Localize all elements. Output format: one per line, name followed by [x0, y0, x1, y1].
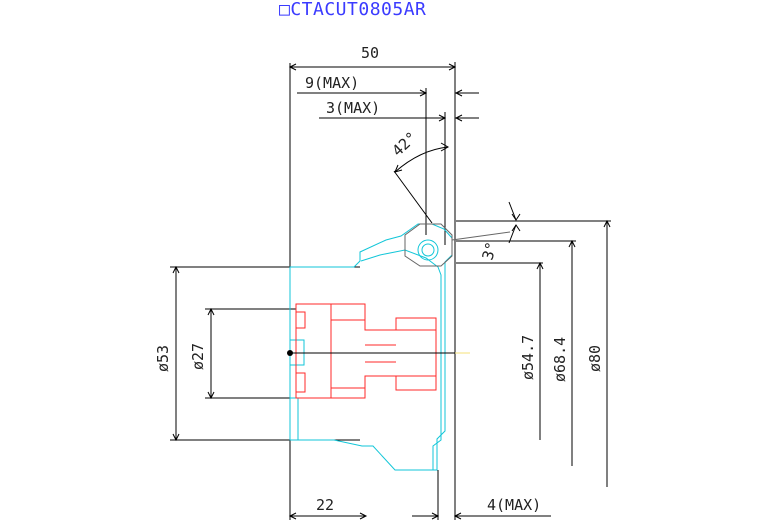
angle-arrow-3-bottom — [511, 224, 521, 232]
dimension-label-27: ø27 — [189, 343, 207, 370]
angle-arrow-3-top — [511, 213, 521, 221]
insert-screw-outer — [417, 239, 439, 261]
arrow-547-top — [536, 261, 544, 270]
red-center-body — [330, 303, 437, 399]
dimension-label-9max: 9(MAX) — [305, 74, 359, 92]
dimension-label-80: ø80 — [586, 345, 604, 372]
arrow-684-top — [568, 239, 576, 248]
arrow-53-top — [172, 265, 180, 274]
arrow-27-bottom — [207, 391, 215, 400]
dimension-label-4max: 4(MAX) — [487, 496, 541, 514]
center-mark — [287, 350, 293, 356]
arrow-4max-right — [431, 512, 440, 520]
angle-leader-3-top — [508, 201, 517, 221]
dimension-label-547: ø54.7 — [519, 335, 537, 380]
angle-arrow-42-left — [394, 164, 403, 173]
angle-leader-42 — [393, 170, 433, 224]
arrow-22-right — [359, 512, 368, 520]
arrow-80-top — [603, 219, 611, 228]
arrow-9max-left — [454, 89, 463, 97]
angle-arrow-42-right — [440, 142, 450, 152]
insert-lead-line — [451, 231, 511, 241]
dimension-label-53: ø53 — [154, 345, 172, 372]
dimension-label-22: 22 — [316, 496, 334, 514]
drawing-title: □CTACUT0805AR — [279, 0, 426, 20]
cyan-inner-outline — [360, 249, 442, 470]
dimension-label-3max: 3(MAX) — [326, 99, 380, 117]
dimension-label-684: ø68.4 — [551, 337, 569, 382]
red-left-steps — [296, 311, 306, 393]
arrow-3max-left — [454, 114, 463, 122]
arrow-27-top — [207, 307, 215, 316]
angle-label-3: 3° — [479, 240, 501, 262]
arrow-53-bottom — [172, 433, 180, 442]
angle-label-42: 42° — [388, 128, 420, 160]
dimension-label-50: 50 — [361, 44, 379, 62]
insert-screw-inner — [421, 243, 435, 257]
arrow-22-left — [288, 512, 297, 520]
cyan-bottom-notch — [290, 397, 299, 440]
angle-leader-3-bottom — [508, 224, 517, 244]
angle-arc-42 — [394, 146, 449, 173]
arrow-4max-left — [453, 512, 462, 520]
cyan-cutter-outline — [289, 223, 453, 471]
insert-outline — [404, 223, 453, 267]
red-shank-body — [295, 303, 332, 399]
